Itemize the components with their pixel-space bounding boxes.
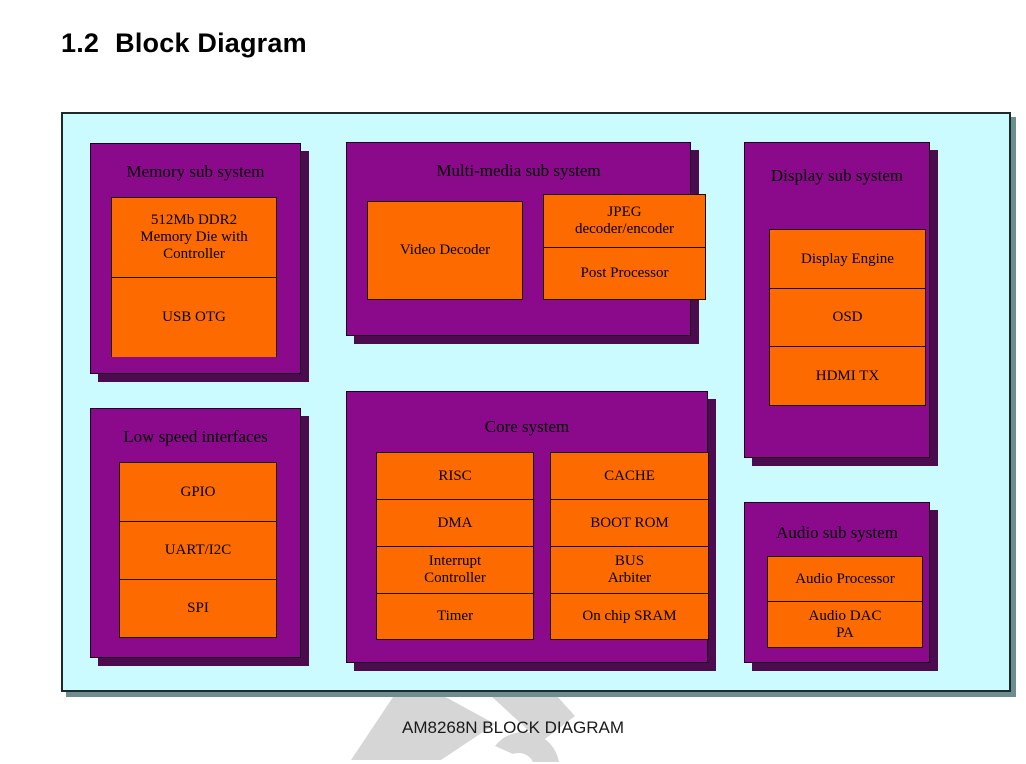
block-spi[interactable]: SPI xyxy=(120,580,276,637)
block-timer[interactable]: Timer xyxy=(377,594,533,639)
block-diagram-panel: Memory sub system 512Mb DDR2 Memory Die … xyxy=(61,112,1011,692)
block-line: OSD xyxy=(832,309,863,326)
block-stack-core-right: CACHE BOOT ROM BUS Arbiter On chip SRAM xyxy=(550,452,709,640)
block-stack-jpeg-post: JPEG decoder/encoder Post Processor xyxy=(543,194,706,300)
block-cache[interactable]: CACHE xyxy=(551,453,708,500)
block-line: Interrupt xyxy=(428,553,482,570)
block-line: HDMI TX xyxy=(815,367,880,384)
block-dma[interactable]: DMA xyxy=(377,500,533,547)
block-boot-rom[interactable]: BOOT ROM xyxy=(551,500,708,547)
block-line: 512Mb DDR2 xyxy=(150,212,238,229)
block-line: PA xyxy=(836,624,854,641)
block-stack-memory: 512Mb DDR2 Memory Die with Controller US… xyxy=(111,197,277,357)
block-stack-core-left: RISC DMA Interrupt Controller Timer xyxy=(376,452,534,640)
group-core-system[interactable]: Core system RISC DMA Interrupt Controlle… xyxy=(346,391,709,663)
block-on-chip-sram[interactable]: On chip SRAM xyxy=(551,594,708,639)
block-gpio[interactable]: GPIO xyxy=(120,463,276,522)
block-jpeg-decoder-encoder[interactable]: JPEG decoder/encoder xyxy=(544,195,705,248)
block-uart-i2c[interactable]: UART/I2C xyxy=(120,522,276,580)
block-line: Audio DAC xyxy=(808,607,882,624)
block-line: GPIO xyxy=(180,483,216,500)
page-title-number: 1.2 xyxy=(61,28,100,58)
block-line: DMA xyxy=(437,514,473,531)
block-line: Display Engine xyxy=(801,250,894,267)
group-memory-sub-system[interactable]: Memory sub system 512Mb DDR2 Memory Die … xyxy=(90,143,301,374)
page-title-text: Block Diagram xyxy=(115,28,307,58)
group-audio-sub-system[interactable]: Audio sub system Audio Processor Audio D… xyxy=(744,502,930,663)
group-title-low-speed-interfaces: Low speed interfaces xyxy=(123,427,268,446)
block-line: Video Decoder xyxy=(399,242,491,259)
block-video-decoder[interactable]: Video Decoder xyxy=(368,202,522,299)
block-interrupt-controller[interactable]: Interrupt Controller xyxy=(377,547,533,594)
block-stack-display: Display Engine OSD HDMI TX xyxy=(769,229,926,406)
block-stack-low-speed: GPIO UART/I2C SPI xyxy=(119,462,277,638)
group-title-memory-sub-system: Memory sub system xyxy=(126,162,265,181)
block-line: decoder/encoder xyxy=(574,221,675,237)
block-line: Post Processor xyxy=(580,265,669,282)
block-usb-otg[interactable]: USB OTG xyxy=(112,278,276,357)
block-line: Controller xyxy=(424,570,486,586)
block-audio-processor[interactable]: Audio Processor xyxy=(768,557,922,602)
block-line: Timer xyxy=(436,608,474,625)
block-line: Controller xyxy=(163,245,225,262)
block-display-engine[interactable]: Display Engine xyxy=(770,230,925,289)
group-display-sub-system[interactable]: Display sub system Display Engine OSD HD… xyxy=(744,142,930,458)
group-title-core-system: Core system xyxy=(484,417,570,436)
group-title-multi-media-sub-system: Multi-media sub system xyxy=(436,161,601,180)
block-bus-arbiter[interactable]: BUS Arbiter xyxy=(551,547,708,594)
block-line: BOOT ROM xyxy=(590,514,669,531)
group-title-audio-sub-system: Audio sub system xyxy=(776,523,898,542)
group-multi-media-sub-system[interactable]: Multi-media sub system Video Decoder JPE… xyxy=(346,142,706,336)
page-title: 1.2 Block Diagram xyxy=(61,28,307,59)
block-line: CACHE xyxy=(604,467,655,484)
diagram-caption: AM8268N BLOCK DIAGRAM xyxy=(401,718,624,737)
block-hdmi-tx[interactable]: HDMI TX xyxy=(770,347,925,405)
block-line: Arbiter xyxy=(607,570,652,586)
block-line: Audio Processor xyxy=(795,570,895,587)
block-osd[interactable]: OSD xyxy=(770,289,925,347)
group-low-speed-interfaces[interactable]: Low speed interfaces GPIO UART/I2C SPI xyxy=(90,408,301,658)
block-line: JPEG xyxy=(607,204,642,221)
block-risc[interactable]: RISC xyxy=(377,453,533,500)
block-line: SPI xyxy=(187,600,209,617)
block-ddr2-memory-die[interactable]: 512Mb DDR2 Memory Die with Controller xyxy=(112,198,276,278)
block-post-processor[interactable]: Post Processor xyxy=(544,248,705,299)
group-title-display-sub-system: Display sub system xyxy=(770,166,904,185)
block-line: On chip SRAM xyxy=(582,608,677,625)
block-line: USB OTG xyxy=(162,309,226,326)
block-audio-dac-pa[interactable]: Audio DAC PA xyxy=(768,602,922,647)
block-stack-video-decoder: Video Decoder xyxy=(367,201,523,300)
block-line: BUS xyxy=(614,553,645,570)
block-line: RISC xyxy=(438,467,472,484)
block-line: Memory Die with xyxy=(140,229,248,246)
block-stack-audio: Audio Processor Audio DAC PA xyxy=(767,556,923,648)
block-line: UART/I2C xyxy=(164,542,232,559)
